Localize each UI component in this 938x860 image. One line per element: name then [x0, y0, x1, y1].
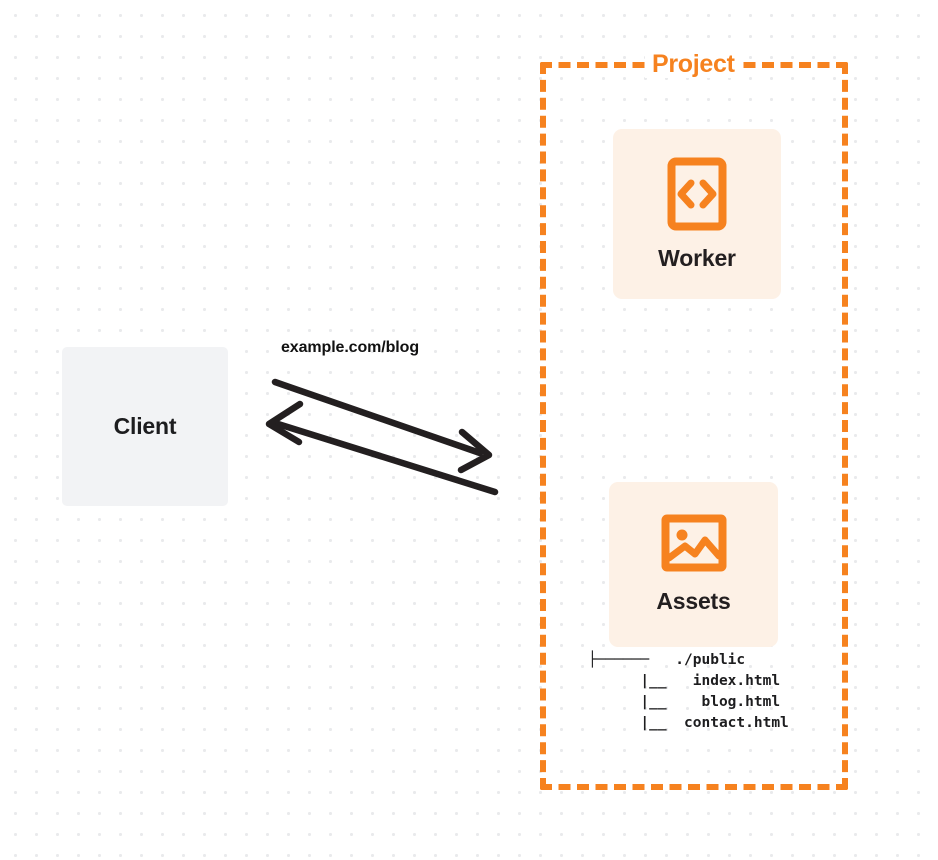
image-picture-icon [661, 514, 726, 572]
client-node[interactable]: Client [62, 347, 228, 506]
request-url-label: example.com/blog [281, 339, 419, 356]
assets-file-tree: ├────── ./public |__ index.html |__ blog… [588, 650, 789, 734]
worker-node[interactable]: Worker [613, 129, 781, 299]
code-brackets-icon [667, 157, 727, 230]
client-node-label: Client [113, 413, 177, 439]
assets-node[interactable]: Assets [609, 482, 778, 647]
worker-node-label: Worker [658, 244, 736, 271]
file-tree-text: ├────── ./public |__ index.html |__ blog… [588, 652, 789, 731]
project-title: Project [645, 50, 742, 78]
assets-node-label: Assets [656, 588, 731, 614]
